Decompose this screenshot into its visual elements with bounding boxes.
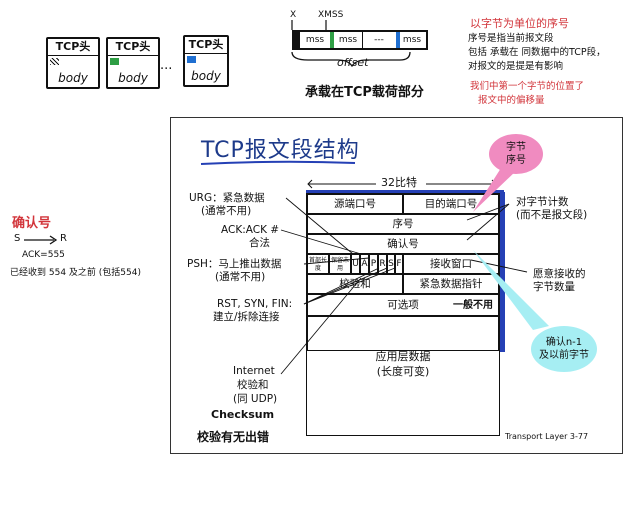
notes-line: 序号是指当前报文段 bbox=[468, 33, 554, 44]
segment-1: TCP头 body bbox=[46, 37, 100, 89]
ack-notes-title: 确认号 bbox=[12, 216, 52, 231]
connector-lines bbox=[280, 197, 528, 375]
label-bytes-sub: (而不是报文段) bbox=[516, 209, 588, 221]
slide-footer: Transport Layer 3-77 bbox=[505, 432, 589, 441]
notes-lines: 序号是指当前报文段 包括 承载在 同数据中的TCP段， 对报文的是提是有影响 bbox=[468, 32, 638, 74]
label-internet-sub1: 校验和 bbox=[237, 379, 269, 391]
mark-x: X bbox=[290, 10, 297, 20]
label-rst-main: RST, SYN, FIN: bbox=[217, 298, 293, 310]
ack-r-label: R bbox=[60, 233, 67, 244]
bubble-cyan-tail bbox=[473, 250, 549, 330]
tcp-header-grid: 源端口号 目的端口号 序号 确认号 首部长度 保留未用 U A P R S F … bbox=[306, 193, 500, 351]
label-ack-main: ACK:ACK # bbox=[221, 224, 280, 236]
label-ack: ACK:ACK # 合法 bbox=[221, 224, 279, 250]
label-window-sub: 字节数量 bbox=[533, 281, 575, 293]
ack-s-label: S bbox=[14, 233, 21, 244]
label-psh-main: PSH：马上推出数据 bbox=[187, 258, 282, 270]
offset-brace bbox=[291, 20, 411, 68]
field-window: 接收窗口 bbox=[403, 254, 499, 274]
segments-ellipsis: ... bbox=[160, 58, 173, 73]
flag-s: S bbox=[387, 254, 395, 274]
data-area: 应用层数据 (长度可变) bbox=[306, 349, 500, 436]
notes-red-2: 报文中的偏移量 bbox=[478, 95, 545, 106]
bubble-cyan-line: 及以前字节 bbox=[539, 350, 589, 361]
bubble-ack: 确认n-1 及以前字节 bbox=[531, 326, 597, 372]
label-psh-sub: (通常不用) bbox=[215, 271, 266, 283]
bubble-cyan-line: 确认n-1 bbox=[545, 337, 583, 348]
field-src-port: 源端口号 bbox=[307, 194, 403, 214]
checksum-note: Checksum bbox=[211, 408, 275, 421]
strip-start-marker bbox=[294, 32, 300, 48]
segment-header: TCP头 bbox=[48, 39, 98, 56]
mark-xmss: XMSS bbox=[318, 10, 344, 20]
segment-body: body bbox=[191, 69, 221, 83]
field-dst-port: 目的端口号 bbox=[403, 194, 499, 214]
label-urg: URG：紧急数据 (通常不用) bbox=[189, 192, 265, 218]
segment-header: TCP头 bbox=[108, 39, 158, 56]
offset-label: offset bbox=[337, 56, 369, 69]
title-underline bbox=[200, 160, 356, 165]
label-psh: PSH：马上推出数据 (通常不用) bbox=[187, 258, 281, 284]
bubble-byte-seq: 字节 序号 bbox=[489, 134, 543, 174]
flag-a: A bbox=[360, 254, 369, 274]
label-internet-main: Internet bbox=[233, 365, 275, 377]
label-window-main: 愿意接收的 bbox=[533, 268, 586, 280]
segment-header: TCP头 bbox=[185, 37, 227, 54]
label-urg-sub: (通常不用) bbox=[201, 205, 252, 217]
label-ack-sub: 合法 bbox=[249, 237, 270, 249]
notes-line: 对报文的是提是有影响 bbox=[468, 61, 564, 72]
strip-green-marker bbox=[330, 32, 334, 48]
mss-cell: mss bbox=[402, 35, 422, 45]
ack-value: ACK=555 bbox=[22, 250, 65, 260]
notes-red-1: 我们中第一个字节的位置了 bbox=[470, 81, 585, 92]
bubble-pink-tail bbox=[473, 168, 517, 212]
label-internet-sub2: (同 UDP) bbox=[233, 393, 278, 405]
segment-3: TCP头 body bbox=[183, 35, 229, 87]
label-bytes-main: 对字节计数 bbox=[516, 196, 569, 208]
notes-heading: 以字节为单位的序号 bbox=[470, 17, 569, 30]
mss-strip: mss mss --- mss bbox=[292, 30, 428, 50]
segment-body: body bbox=[58, 71, 88, 85]
segment-body: body bbox=[118, 71, 148, 85]
bubble-pink-line: 字节 bbox=[506, 142, 526, 153]
urg-hand-note: 一般不用 bbox=[453, 300, 493, 311]
width-label: 32比特 bbox=[381, 176, 417, 189]
label-internet: Internet 校验和 (同 UDP) bbox=[233, 364, 277, 406]
blue-bar-right bbox=[499, 192, 505, 352]
data-label-main: 应用层数据 bbox=[375, 350, 431, 363]
offset-caption: 承载在TCP载荷部分 bbox=[305, 85, 424, 100]
data-label-sub: (长度可变) bbox=[376, 365, 430, 378]
field-ack: 确认号 bbox=[307, 234, 499, 254]
label-window: 愿意接收的 字节数量 bbox=[533, 268, 586, 294]
label-rst: RST, SYN, FIN: 建立/拆除连接 bbox=[213, 298, 293, 324]
arrow-icon bbox=[24, 235, 58, 245]
bubble-pink-line: 序号 bbox=[506, 155, 526, 166]
segment-marker bbox=[110, 58, 119, 65]
segment-2: TCP头 body bbox=[106, 37, 160, 89]
slide-title: TCP报文段结构 bbox=[201, 138, 360, 163]
checksum-note-cn: 校验有无出错 bbox=[197, 430, 270, 444]
field-data-top bbox=[307, 316, 499, 350]
strip-blue-marker bbox=[396, 32, 400, 48]
label-bytes: 对字节计数 (而不是报文段) bbox=[516, 196, 587, 222]
flag-r: R bbox=[378, 254, 387, 274]
segment-marker bbox=[50, 58, 59, 65]
slide: TCP报文段结构 32比特 源端口号 目的端口号 序号 确认号 首部长度 保留未… bbox=[170, 117, 623, 454]
blue-bar-top bbox=[306, 190, 504, 194]
label-rst-sub: 建立/拆除连接 bbox=[213, 311, 280, 323]
segment-marker bbox=[187, 56, 196, 63]
ack-line: 已经收到 554 及之前 (包括554) bbox=[10, 268, 141, 278]
mss-cell: mss bbox=[334, 32, 363, 48]
flag-f: F bbox=[395, 254, 403, 274]
flag-u: U bbox=[351, 254, 360, 274]
field-seq: 序号 bbox=[307, 214, 499, 234]
data-label: 应用层数据 (长度可变) bbox=[307, 349, 499, 379]
label-urg-main: URG：紧急数据 bbox=[189, 192, 265, 204]
field-options: 可选项 bbox=[307, 294, 499, 316]
notes-line: 包括 承载在 同数据中的TCP段， bbox=[468, 47, 606, 58]
